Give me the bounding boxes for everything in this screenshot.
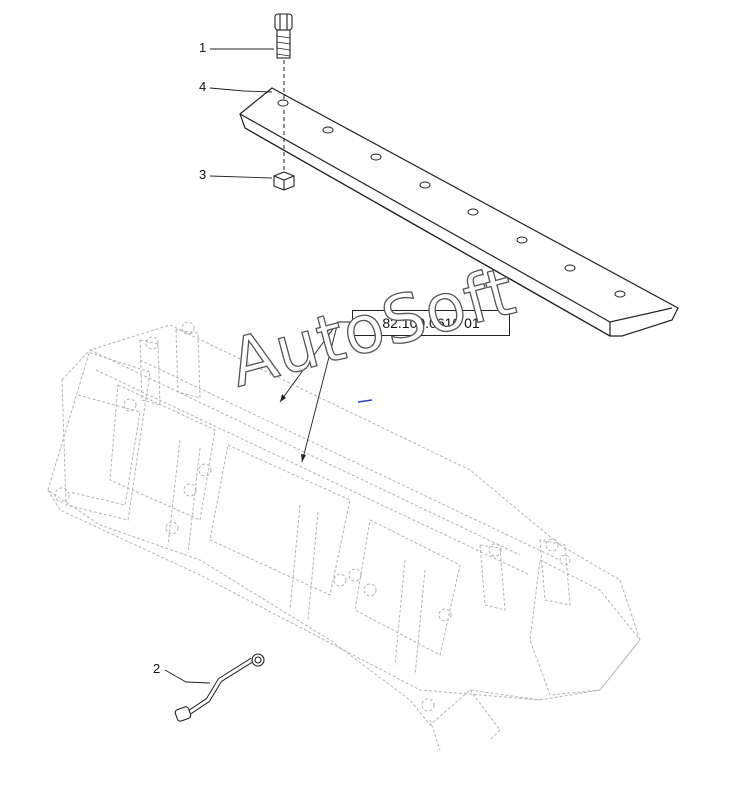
part-reference-box[interactable]: 82.100.0610 01 [352, 310, 510, 336]
leader-lines [164, 48, 352, 684]
callout-4: 4 [199, 79, 207, 94]
callout-2: 2 [153, 661, 161, 676]
pin-part [174, 653, 265, 722]
callout-3: 3 [199, 167, 207, 182]
callout-1: 1 [199, 40, 207, 55]
cutting-edge-blade [239, 87, 679, 337]
marker-tick [357, 399, 373, 403]
bolt-part [274, 13, 293, 59]
nut-part [273, 171, 295, 191]
leader-arrowheads [280, 394, 306, 462]
blade-holes [277, 99, 626, 298]
bucket-ghost [47, 321, 641, 751]
